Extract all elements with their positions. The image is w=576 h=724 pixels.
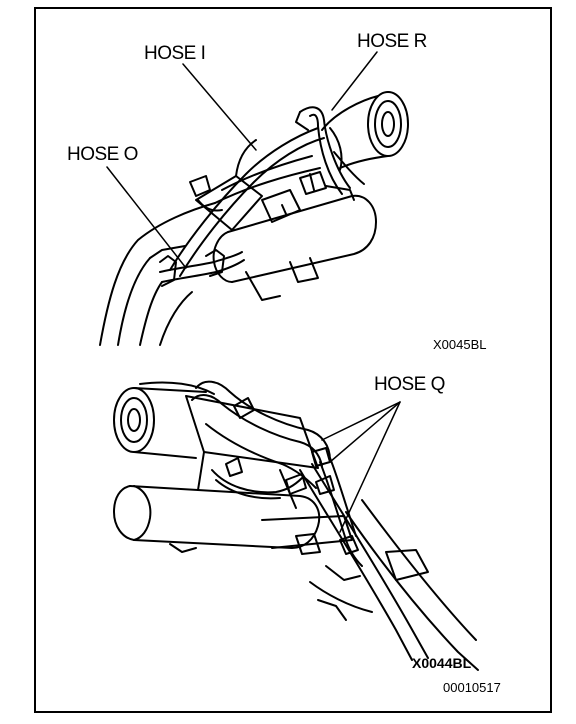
- top-assembly-drawing: [99, 51, 409, 346]
- document-number: 00010517: [443, 680, 501, 695]
- figure-frame: [34, 7, 552, 713]
- hose-q-label: HOSE Q: [374, 374, 445, 395]
- bottom-figure-code: X0044BL: [412, 655, 472, 671]
- hose-i-label: HOSE I: [144, 43, 206, 64]
- hose-r-label: HOSE R: [357, 31, 427, 52]
- top-figure-code: X0045BL: [433, 337, 487, 352]
- hose-o-label: HOSE O: [67, 144, 138, 165]
- bottom-assembly-drawing: [113, 380, 479, 671]
